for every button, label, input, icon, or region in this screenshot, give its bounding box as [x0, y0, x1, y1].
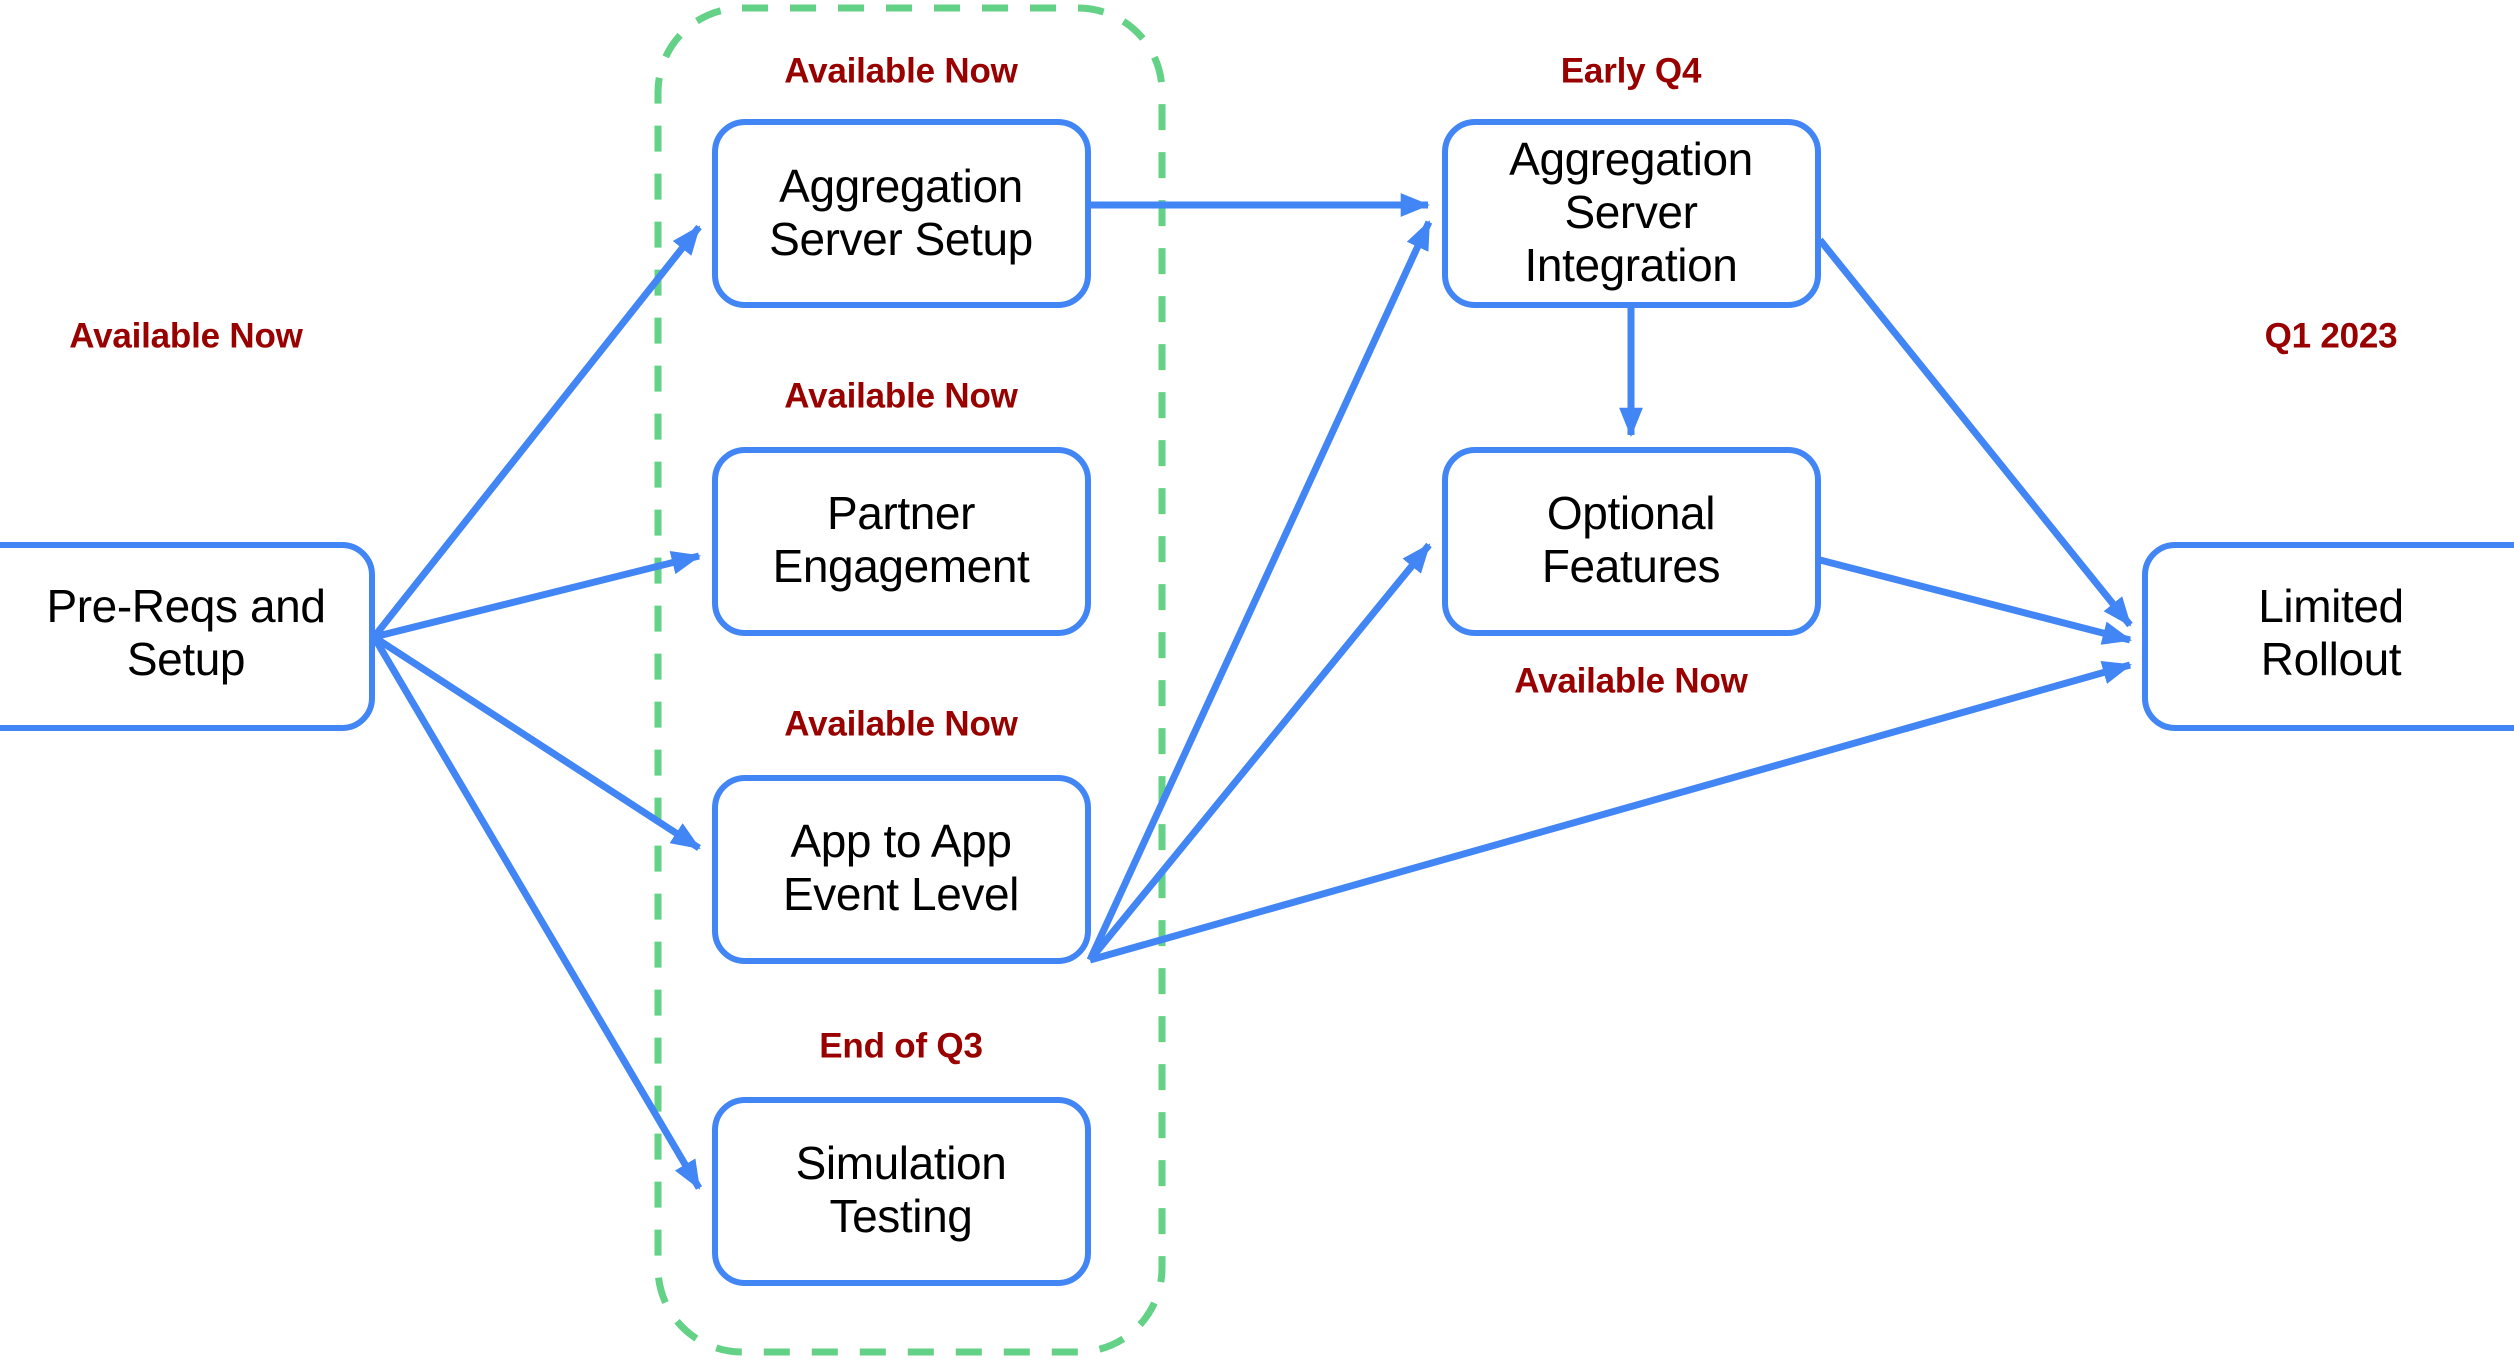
status-badge-optional-features: Available Now: [1514, 661, 1748, 700]
node-box-pre-reqs[interactable]: [0, 542, 375, 731]
edge-aggregation-server-integration-to-limited-rollout: [1817, 237, 2133, 628]
node-label-aggregation-server-integration-line2: Server: [1564, 186, 1697, 238]
edge-app-to-app-to-limited-rollout: [1089, 661, 2133, 964]
node-label-limited-rollout-line1: Limited: [2258, 580, 2404, 632]
node-label-aggregation-server-setup-line1: Aggregation: [779, 160, 1023, 212]
edge-prereqs-to-simulation-testing: [370, 635, 703, 1190]
node-label-aggregation-server-integration-line3: Integration: [1525, 239, 1738, 291]
edge-prereqs-to-aggregation-server-setup: [371, 224, 702, 640]
node-limited-rollout[interactable]: Q1 2023 Limited Rollout: [2142, 316, 2514, 731]
node-label-optional-features-line1: Optional: [1547, 487, 1715, 539]
edge-prereqs-to-partner-engagement: [373, 551, 702, 641]
node-simulation-testing[interactable]: End of Q3 Simulation Testing: [712, 1026, 1091, 1286]
edges-layer: [370, 193, 2133, 1190]
node-label-app-to-app-event-level-line1: App to App: [790, 815, 1011, 867]
node-label-simulation-testing-line1: Simulation: [796, 1137, 1007, 1189]
node-box-limited-rollout[interactable]: [2142, 542, 2514, 731]
node-box-optional-features[interactable]: [1442, 447, 1821, 636]
edge-app-to-app-to-aggregation-server-integration: [1086, 220, 1433, 962]
status-badge-aggregation-server-setup: Available Now: [784, 51, 1018, 90]
node-box-aggregation-server-integration[interactable]: [1442, 119, 1821, 308]
edge-optional-features-to-limited-rollout: [1819, 556, 2133, 645]
node-label-limited-rollout-line2: Rollout: [2261, 633, 2402, 685]
node-box-partner-engagement[interactable]: [712, 447, 1091, 636]
node-label-pre-reqs-line2: Setup: [127, 633, 245, 685]
node-label-partner-engagement-line2: Engagement: [773, 540, 1030, 592]
status-badge-simulation-testing: End of Q3: [819, 1026, 982, 1065]
node-label-aggregation-server-setup-line2: Server Setup: [769, 213, 1033, 265]
status-badge-aggregation-server-integration: Early Q4: [1561, 51, 1702, 90]
edge-prereqs-to-app-to-app-event-level: [372, 634, 701, 851]
node-optional-features[interactable]: Optional Features Available Now: [1442, 447, 1821, 700]
node-label-pre-reqs-line1: Pre-Reqs and: [46, 580, 325, 632]
status-badge-app-to-app-event-level: Available Now: [784, 704, 1018, 743]
node-app-to-app-event-level[interactable]: Available Now App to App Event Level: [712, 704, 1091, 964]
node-aggregation-server-setup[interactable]: Available Now Aggregation Server Setup: [712, 51, 1091, 308]
node-label-optional-features-line2: Features: [1542, 540, 1720, 592]
node-pre-reqs[interactable]: Available Now Pre-Reqs and Setup: [0, 316, 375, 731]
status-badge-limited-rollout: Q1 2023: [2265, 316, 2398, 355]
available-now-group-container: [654, 4, 1166, 1356]
node-box-simulation-testing[interactable]: [712, 1097, 1091, 1286]
node-aggregation-server-integration[interactable]: Early Q4 Aggregation Server Integration: [1442, 51, 1821, 308]
status-badge-pre-reqs: Available Now: [69, 316, 303, 355]
node-label-simulation-testing-line2: Testing: [830, 1190, 973, 1242]
node-box-app-to-app-event-level[interactable]: [712, 775, 1091, 964]
status-badge-partner-engagement: Available Now: [784, 376, 1018, 415]
node-partner-engagement[interactable]: Available Now Partner Engagement: [712, 376, 1091, 636]
edge-app-to-app-to-optional-features: [1087, 542, 1432, 963]
node-box-aggregation-server-setup[interactable]: [712, 119, 1091, 308]
node-label-app-to-app-event-level-line2: Event Level: [783, 868, 1019, 920]
node-label-partner-engagement-line1: Partner: [827, 487, 975, 539]
node-label-aggregation-server-integration-line1: Aggregation: [1509, 133, 1753, 185]
